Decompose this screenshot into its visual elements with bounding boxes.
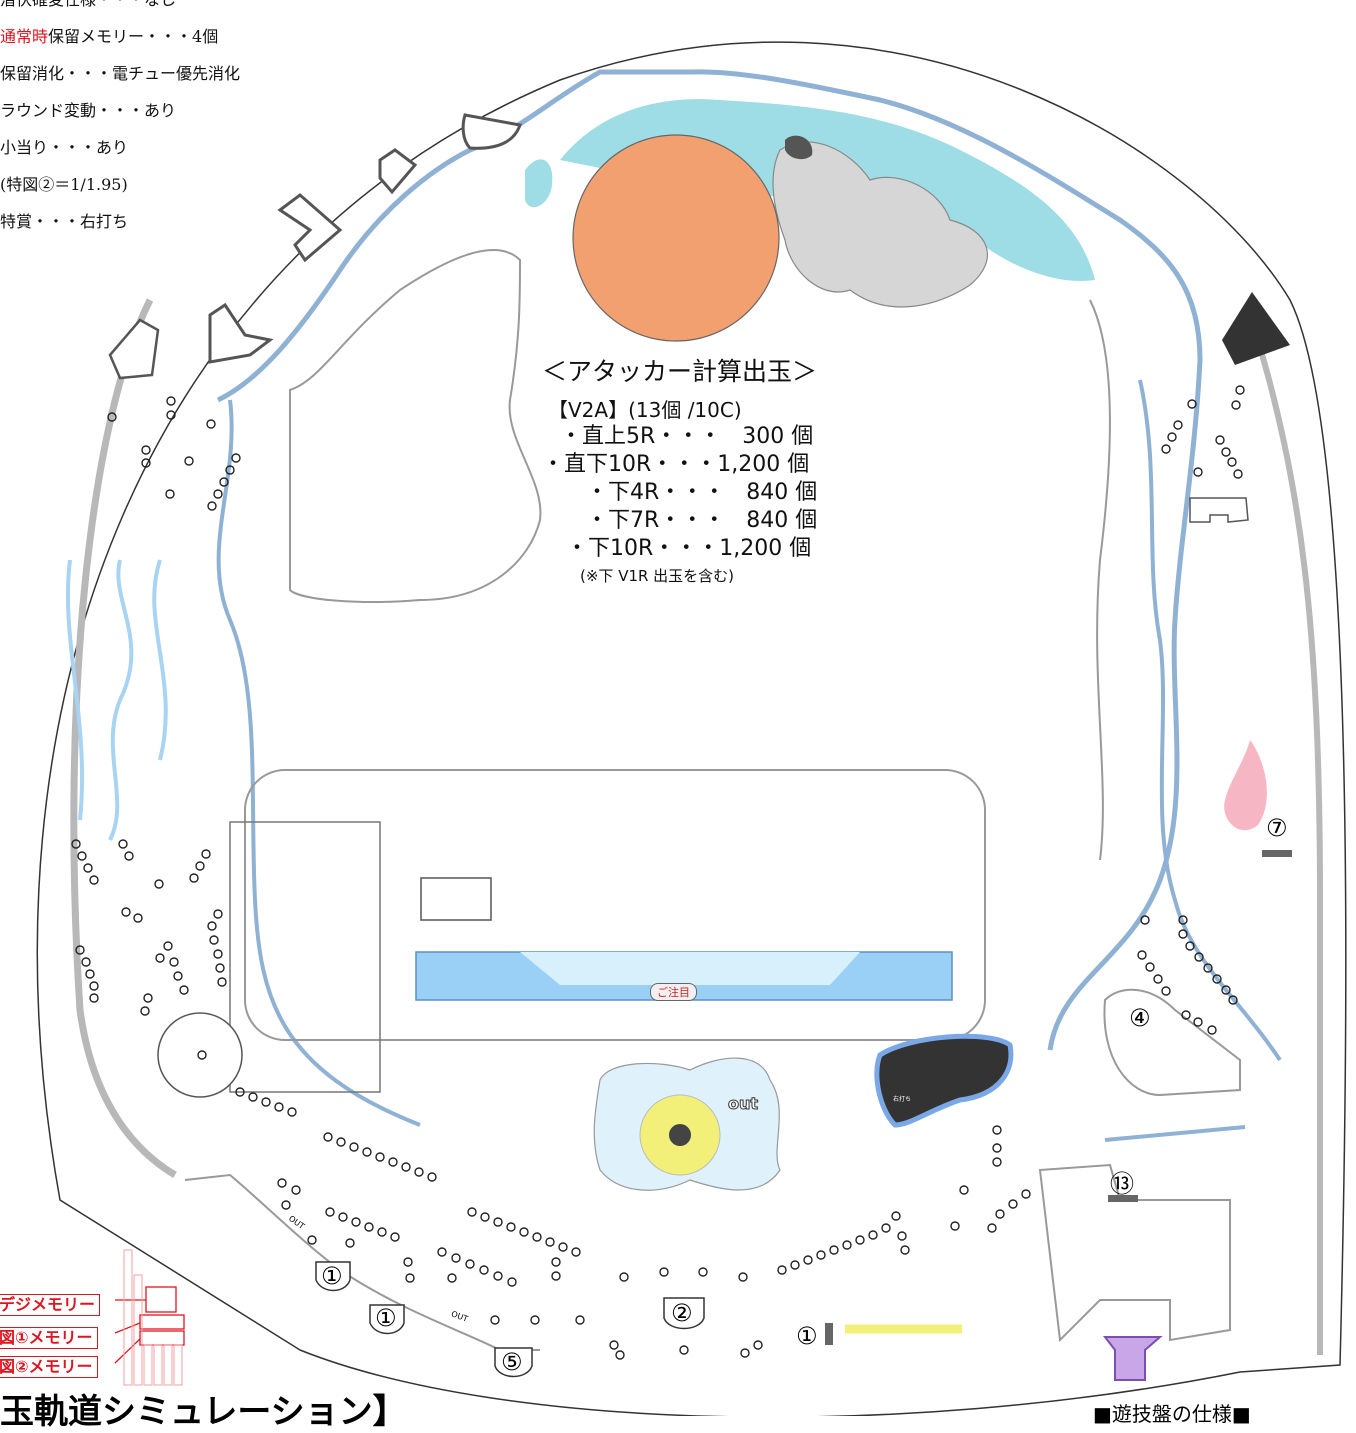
pocket-label-13: ⑬	[1110, 1170, 1134, 1198]
obstacle-2	[378, 148, 418, 195]
memory-lamps	[114, 1249, 185, 1386]
obstacle-1	[461, 113, 522, 150]
spec-item-5: (特図②＝1/1.95)	[0, 175, 128, 194]
pocket-label-1c: ①	[796, 1322, 818, 1350]
center-sign: ご注目	[650, 983, 697, 1001]
obstacle-5	[108, 318, 160, 380]
center-left-frame	[289, 249, 542, 603]
inner-left-rail	[216, 399, 421, 1127]
spec-item-6: 特賞・・・右打ち	[0, 212, 129, 231]
spec-item-3: ラウンド変動・・・あり	[0, 101, 177, 120]
purple-ornament	[1102, 1336, 1163, 1381]
left-panel	[229, 821, 381, 1093]
bottom-title: 玉軌道シミュレーション】	[0, 1392, 407, 1432]
lower-right-structure	[1103, 988, 1241, 1097]
gate-7	[1262, 850, 1292, 857]
grey-cloud	[772, 141, 988, 308]
pocket-label-2: ②	[671, 1299, 693, 1327]
attacker-calc-title: ＜アタッカー計算出玉＞	[542, 357, 818, 386]
left-light-rail-1	[66, 559, 168, 841]
gate-1-right	[825, 1323, 833, 1345]
cyan-blob-left	[525, 159, 553, 208]
pocket-label-5: ⑤	[501, 1348, 523, 1376]
memory-label-zu2: 図②メモリー	[0, 1356, 98, 1378]
attacker-calc-subtitle: 【V2A】(13個 /10C)	[548, 398, 742, 422]
bottom-right-structure	[1038, 1163, 1231, 1343]
bottom-right-rail	[1104, 1125, 1246, 1142]
obstacle-4	[208, 302, 274, 364]
pocket-markers	[315, 1261, 705, 1378]
attacker-row-4: ・下10R・・・1,200 個	[566, 536, 812, 561]
center-stage	[244, 769, 986, 1041]
outer-frame	[36, 41, 1347, 1416]
right-attacker	[874, 1033, 1014, 1128]
memory-label-digi: デジメモリー	[0, 1294, 101, 1316]
small-box	[420, 877, 492, 921]
right-inner-rail	[1138, 379, 1282, 1062]
out-label-3: out	[727, 1094, 759, 1114]
attacker-calc-note: (※下 V1R 出玉を含む)	[580, 567, 735, 585]
top-dark-corner	[1222, 292, 1290, 365]
spec-item-1-prefix: 通常時	[0, 27, 49, 46]
spec-item-1: 通常時保留メモリー・・・4個	[0, 27, 219, 46]
spec-item-0: 潜伏確変仕様・・・なし	[0, 0, 240, 18]
attacker-row-3: ・下7R・・・ 840 個	[586, 508, 818, 533]
attacker-sign: 右打ち	[893, 1096, 912, 1103]
pocket-label-1b: ①	[375, 1304, 397, 1332]
spec-list: 潜伏確変仕様・・・なし 通常時保留メモリー・・・4個 保留消化・・・電チュー優先…	[0, 0, 240, 240]
bottom-spec-heading: ■遊技盤の仕様■	[1093, 1402, 1251, 1426]
dark-rock	[785, 135, 813, 160]
attacker-calc: ＜アタッカー計算出玉＞ 【V2A】(13個 /10C) ・直上5R・・・ 300…	[520, 352, 860, 586]
attacker-row-2: ・下4R・・・ 840 個	[586, 480, 818, 505]
pink-flame	[1224, 740, 1267, 831]
attacker-row-0: ・直上5R・・・ 300 個	[560, 424, 814, 449]
pocket-label-1a: ①	[321, 1262, 343, 1290]
memory-label-zu1: 図①メモリー	[0, 1327, 98, 1349]
right-pocket-frame	[1189, 497, 1249, 523]
v-attacker-notch	[520, 952, 860, 985]
obstacle-3	[277, 193, 343, 263]
start-chucker-center	[667, 1122, 693, 1148]
bottom-left-ramp	[184, 1173, 540, 1351]
spec-item-2: 保留消化・・・電チュー優先消化	[0, 64, 241, 83]
left-guide-rail	[70, 298, 177, 1179]
nails	[71, 385, 1245, 1360]
spec-item-4: 小当り・・・あり	[0, 138, 129, 157]
attacker-row-1: ・直下10R・・・1,200 個	[542, 452, 810, 477]
pocket-label-7: ⑦	[1266, 814, 1288, 842]
right-guide-rail	[1252, 329, 1323, 1355]
center-right-frame	[1089, 299, 1111, 861]
gate-13	[1108, 1195, 1138, 1202]
left-windmill	[157, 1012, 243, 1098]
main-rail	[216, 69, 1203, 1051]
orange-ball	[572, 134, 780, 342]
pocket-label-4: ④	[1129, 1004, 1151, 1032]
